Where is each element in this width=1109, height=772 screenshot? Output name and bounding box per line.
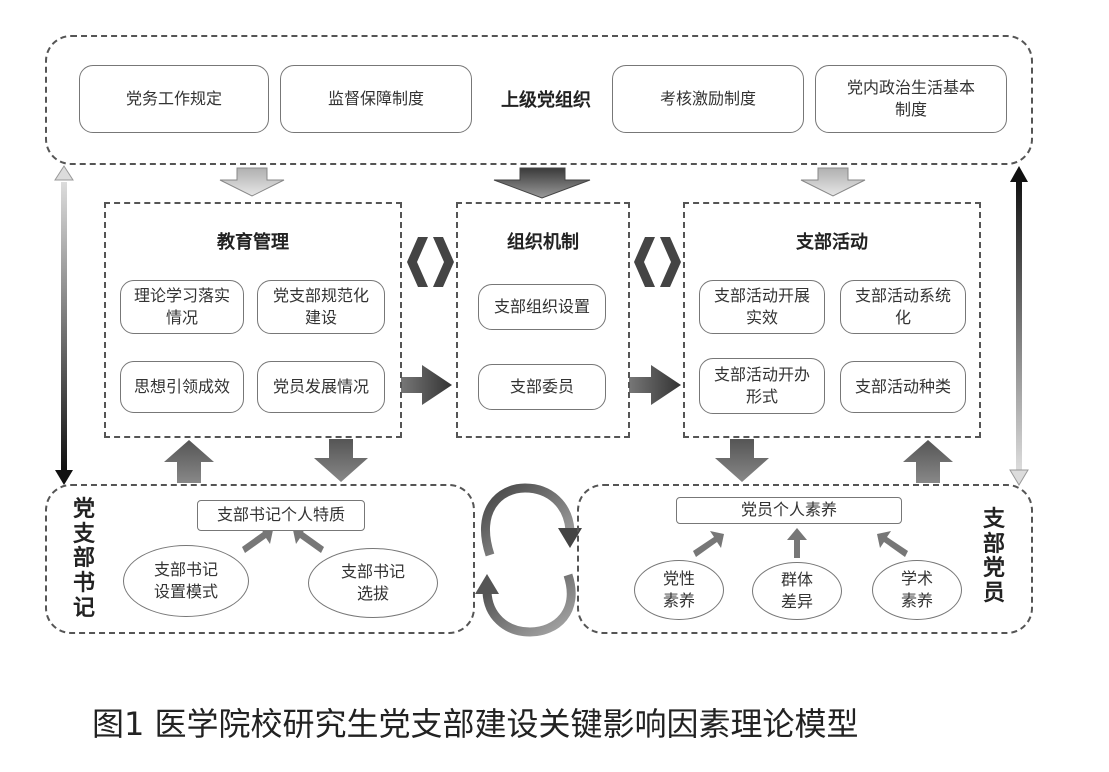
top-box-party-work-rules: 党务工作规定 bbox=[79, 65, 269, 133]
members-factor-academic: 学术 素养 bbox=[872, 560, 962, 620]
education-item-member-development: 党员发展情况 bbox=[257, 361, 385, 413]
top-box-supervision: 监督保障制度 bbox=[280, 65, 472, 133]
education-frame bbox=[104, 202, 402, 438]
cycle-arrows bbox=[475, 483, 582, 637]
members-factor-group-difference: 群体 差异 bbox=[752, 562, 842, 620]
activities-item-effectiveness: 支部活动开展 实效 bbox=[699, 280, 825, 334]
right-arrow-right bbox=[629, 365, 681, 405]
top-box-assessment: 考核激励制度 bbox=[612, 65, 804, 133]
bracket-arrow-right bbox=[634, 237, 681, 287]
education-item-ideology: 思想引领成效 bbox=[120, 361, 244, 413]
organization-title: 组织机制 bbox=[507, 232, 579, 253]
members-factor-party-spirit: 党性 素养 bbox=[634, 560, 724, 620]
vertical-arrow-left bbox=[54, 165, 74, 485]
organization-frame bbox=[456, 202, 630, 438]
top-group-label: 上级党组织 bbox=[501, 90, 591, 111]
activities-item-systematization: 支部活动系统 化 bbox=[840, 280, 966, 334]
activities-title: 支部活动 bbox=[796, 232, 868, 253]
secretary-frame bbox=[45, 484, 475, 634]
small-arrow-sec-1 bbox=[242, 526, 273, 553]
down-arrow-activities bbox=[715, 439, 769, 482]
members-frame bbox=[577, 484, 1033, 634]
secretary-side-label: 党 支 部 书 记 bbox=[72, 497, 95, 621]
education-title: 教育管理 bbox=[217, 232, 289, 253]
down-arrow-right bbox=[800, 167, 866, 197]
organization-item-setup: 支部组织设置 bbox=[478, 284, 606, 330]
activities-item-format: 支部活动开办 形式 bbox=[699, 358, 825, 414]
secretary-quality-box: 支部书记个人特质 bbox=[197, 500, 365, 531]
education-item-standardization: 党支部规范化 建设 bbox=[257, 280, 385, 334]
top-box-political-life: 党内政治生活基本 制度 bbox=[815, 65, 1007, 133]
vertical-arrow-right bbox=[1009, 166, 1029, 486]
organization-item-committee: 支部委员 bbox=[478, 364, 606, 410]
members-quality-box: 党员个人素养 bbox=[676, 497, 902, 524]
up-arrow-education bbox=[164, 440, 214, 483]
small-arrow-sec-2 bbox=[293, 526, 324, 553]
down-arrow-education bbox=[314, 439, 368, 482]
top-group-frame bbox=[45, 35, 1033, 165]
secretary-factor-selection: 支部书记 选拔 bbox=[308, 548, 438, 618]
members-side-label: 支 部 党 员 bbox=[982, 507, 1005, 606]
education-item-theory-study: 理论学习落实 情况 bbox=[120, 280, 244, 334]
secretary-factor-setup-mode: 支部书记 设置模式 bbox=[123, 545, 249, 617]
up-arrow-activities bbox=[903, 440, 953, 483]
activities-item-types: 支部活动种类 bbox=[840, 361, 966, 413]
small-arrow-mem-1 bbox=[693, 531, 724, 557]
small-arrow-mem-3 bbox=[877, 531, 908, 557]
down-arrow-center bbox=[493, 167, 591, 199]
bracket-arrow-left bbox=[407, 237, 454, 287]
small-arrow-mem-2 bbox=[787, 528, 807, 558]
down-arrow-left bbox=[219, 167, 285, 197]
right-arrow-left bbox=[401, 365, 452, 405]
figure-caption: 图1 医学院校研究生党支部建设关键影响因素理论模型 bbox=[92, 705, 859, 743]
activities-frame bbox=[683, 202, 981, 438]
